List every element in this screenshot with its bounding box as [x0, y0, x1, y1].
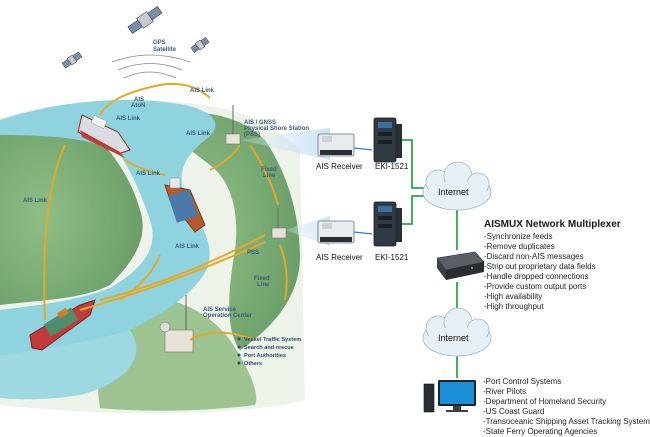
services-list: Vessel Traffic System Search and rescue …	[237, 337, 301, 367]
workstation-computer	[423, 380, 476, 413]
ais-receiver-label-top: AIS Receiver	[316, 162, 363, 171]
service-item: Vessel Traffic System	[244, 337, 301, 343]
consumer-item: -River Pilots	[483, 387, 526, 396]
aismux-feature: -High availability	[484, 292, 542, 301]
ais-receiver-bottom	[317, 220, 355, 244]
ais-link-label-4: AIS Link	[136, 171, 161, 177]
fixed-line-label-2b: Line	[257, 282, 270, 288]
aismux-server	[436, 251, 485, 280]
center-label-1: AIS Service	[203, 307, 237, 313]
satellite-label: Satellite	[153, 47, 177, 53]
aismux-title: AISMUX Network Multiplexer	[484, 219, 621, 230]
consumer-item: -State Ferry Operating Agencies	[483, 427, 597, 436]
eki-label-top: EKI-1521	[375, 162, 409, 171]
consumer-item: -Transoceanic Shipping Asset Tracking Sy…	[483, 417, 650, 426]
service-item: Others	[244, 361, 262, 367]
gps-satellites	[61, 5, 210, 79]
cable-top	[353, 147, 373, 151]
fixed-line-label-2a: Fixed	[254, 276, 270, 282]
consumer-item: -US Coast Guard	[483, 407, 544, 416]
aismux-feature: -Handle dropped connections	[484, 272, 589, 281]
pss-label-2: Physical Shore Station	[244, 126, 309, 132]
river	[0, 100, 216, 360]
internet-cloud-top	[422, 161, 492, 211]
internet-label-bottom: Internet	[438, 333, 469, 343]
service-item: Port Authorities	[244, 353, 286, 359]
ais-link-label-5: AIS Link	[23, 198, 48, 204]
aismux-feature: -Strip out proprietary data fields	[484, 262, 596, 271]
pss-label-1: AIS / GNSS	[244, 120, 276, 126]
fixed-line-label-1a: Fixed	[261, 167, 277, 173]
ship-bottom	[29, 299, 96, 351]
pss-label-3: (PSS)	[244, 132, 260, 138]
left-landmass	[0, 127, 143, 306]
ais-link-label-2: AIS Link	[116, 116, 141, 122]
ship-middle	[164, 177, 206, 233]
fixed-line-label-1b: Line	[263, 173, 276, 179]
consumer-item: -Port Control Systems	[483, 377, 561, 386]
aismux-feature: -Provide custom output ports	[484, 282, 586, 291]
pss-short-label: PSS	[247, 250, 259, 256]
operation-center	[159, 295, 194, 353]
eki-label-bottom: EKI-1521	[375, 253, 409, 262]
gps-label: GPS	[153, 40, 166, 46]
internet-label-top: Internet	[438, 187, 469, 197]
beam-top	[240, 128, 330, 160]
shore-station-top	[225, 105, 241, 145]
cable-bottom	[353, 231, 373, 235]
aismux-feature: -High throughput	[484, 302, 544, 311]
ais-receiver-label-bottom: AIS Receiver	[316, 253, 363, 262]
aismux-feature: -Synchronize feeds	[484, 232, 552, 241]
internet-cloud-bottom	[422, 307, 492, 357]
ship-top	[77, 114, 131, 158]
center-label-2: Operation Center	[203, 313, 253, 319]
ais-link-label-3: AIS Link	[186, 131, 211, 137]
aton-label-2: AtoN	[131, 103, 145, 109]
ais-link-label-6: AIS Link	[175, 244, 200, 250]
service-item: Search and rescue	[244, 345, 294, 351]
consumer-item: -Department of Homeland Security	[483, 397, 606, 406]
eki-1521-top	[373, 117, 402, 163]
aismux-feature: -Discard non-AIS messages	[484, 252, 584, 261]
aton-label-1: AIS	[134, 97, 144, 103]
map-illustration	[0, 99, 305, 414]
ais-link-arrows	[43, 82, 288, 341]
shore-station-middle	[271, 208, 287, 239]
river-mouth	[0, 330, 137, 400]
eki-1521-bottom	[373, 201, 402, 247]
ais-link-label-1: AIS Link	[190, 88, 215, 94]
aismux-feature: -Remove duplicates	[484, 242, 555, 251]
ais-receiver-top	[317, 133, 355, 157]
